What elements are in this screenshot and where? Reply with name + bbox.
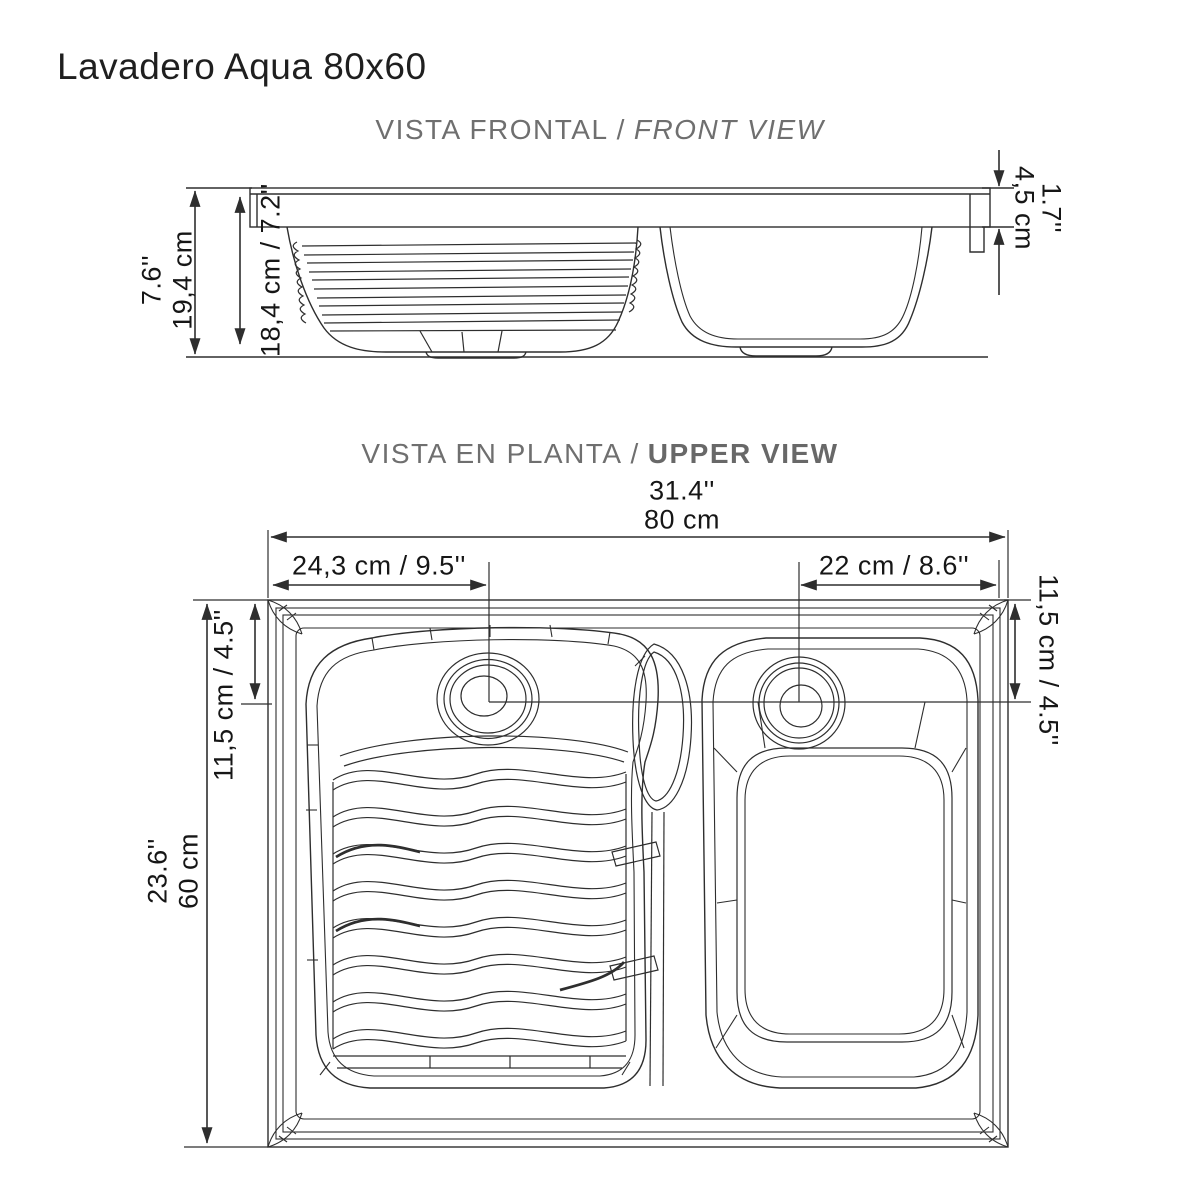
upper-view-heading-separator: /	[630, 438, 640, 469]
front-view-heading-en: FRONT VIEW	[633, 114, 825, 145]
washboard-waves	[332, 735, 629, 1069]
dim-right-drain-offset: 22 cm / 8.6''	[818, 550, 970, 581]
upper-view-dimension-lines	[184, 530, 1031, 1148]
dim-total-height-inches: 7.6''	[136, 254, 167, 306]
dim-overall-width-inches: 31.4''	[649, 475, 715, 506]
front-view-heading: VISTA FRONTAL/FRONT VIEW	[0, 114, 1200, 146]
dim-overall-depth-cm: 60 cm	[173, 832, 204, 910]
page-title: Lavadero Aqua 80x60	[57, 46, 427, 87]
front-view-heading-separator: /	[616, 114, 626, 145]
upper-view-heading-es: VISTA EN PLANTA	[361, 438, 623, 469]
front-view-dimension-lines	[186, 150, 1014, 358]
dim-overall-depth-inches: 23.6''	[142, 838, 173, 904]
front-view-drawing	[249, 187, 991, 359]
dim-basin-depth: 18,4 cm / 7.2''	[255, 183, 286, 357]
center-divider	[609, 643, 693, 1087]
upper-view-drawing	[267, 599, 1009, 1148]
dim-left-edge-offset: 11,5 cm / 4.5''	[208, 609, 239, 781]
dim-total-height-cm: 19,4 cm	[167, 230, 198, 330]
upper-view-heading-en: UPPER VIEW	[647, 438, 839, 469]
dim-left-drain-offset: 24,3 cm / 9.5''	[292, 550, 466, 581]
dim-apron-inches: 1.7''	[1036, 182, 1067, 234]
front-view-heading-es: VISTA FRONTAL	[375, 114, 609, 145]
dim-apron-cm: 4,5 cm	[1009, 165, 1040, 251]
dim-right-edge-offset: 11,5 cm / 4.5''	[1033, 574, 1064, 746]
dim-overall-width-cm: 80 cm	[643, 504, 721, 535]
upper-view-heading: VISTA EN PLANTA/UPPER VIEW	[0, 438, 1200, 470]
left-drain	[436, 652, 540, 746]
